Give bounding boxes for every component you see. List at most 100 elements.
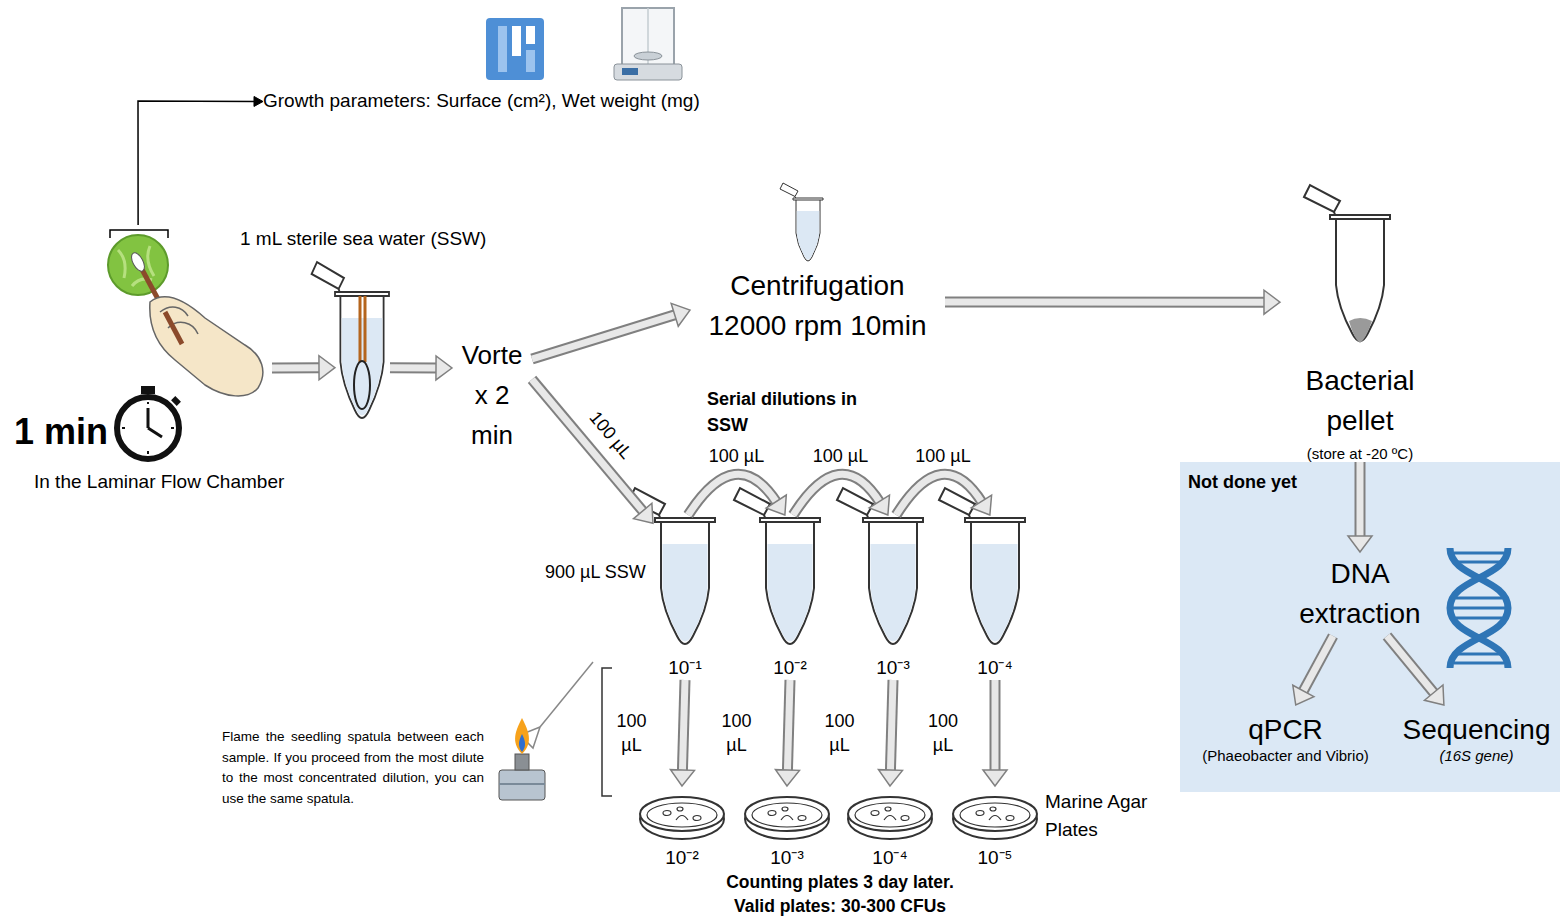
node-text: Centrifugation 12000 rpm 10min	[690, 266, 945, 346]
connector-line	[945, 296, 1266, 307]
instruction-note: Flame the seedling spatula between each …	[222, 727, 484, 809]
connector-arrow	[1387, 636, 1444, 705]
arrow-head	[1348, 536, 1372, 552]
gloved-hand-with-swab	[129, 251, 263, 396]
connector-arrow	[688, 474, 786, 515]
edge-label: 100 µL	[717, 709, 757, 757]
node-text: (16S gene)	[1439, 747, 1513, 764]
section-heading: Serial dilutions in SSW	[707, 386, 882, 438]
node-text: 10⁻³	[770, 846, 803, 870]
connector-line	[688, 474, 777, 515]
connector-arrow	[390, 356, 452, 380]
dna-helix	[1450, 548, 1508, 668]
pending-band: Not done yetDNA extraction qPCR(Phaeobact…	[1180, 462, 1560, 792]
edge-label: 100 µL	[582, 405, 639, 466]
node-text: 1 mL sterile sea water (SSW)	[240, 228, 295, 250]
spirit-lamp	[499, 718, 545, 800]
arrow-head	[634, 503, 653, 523]
connector-line	[682, 680, 685, 772]
balance-icon	[614, 8, 682, 80]
counting-note: Counting plates 3 day later.	[590, 871, 1090, 893]
connector-arrow	[793, 474, 889, 515]
node-text: 1 min	[14, 410, 272, 454]
connector-line	[390, 362, 438, 373]
dilution-tube: 10⁻³	[861, 515, 925, 680]
connector-arrow	[532, 303, 690, 359]
pending-band	[1180, 462, 1560, 792]
connector-line	[532, 379, 644, 512]
agar-plate: 10⁻²	[640, 786, 724, 870]
connector-line	[1355, 462, 1366, 538]
connector-line	[990, 680, 1001, 772]
connector-line	[272, 362, 321, 373]
node-text: Not done yet	[1188, 472, 1560, 493]
connector-arrow	[983, 680, 1007, 786]
agar-plates	[640, 797, 1037, 839]
swab-tube	[312, 262, 389, 418]
arrow-head	[878, 770, 902, 786]
vortex-step: Vorte x 2 min	[452, 335, 532, 455]
counting-note: Valid plates: 30-300 CFUs	[590, 895, 1090, 917]
edge-label: 100 µL	[923, 709, 963, 757]
connector-line	[532, 379, 644, 512]
connector-line	[1387, 636, 1435, 694]
connector-line	[532, 314, 677, 359]
arrow-head	[319, 356, 335, 380]
connector-line	[896, 474, 982, 515]
node-text: 10⁻²	[665, 846, 698, 870]
edge-label: 100 µL	[913, 444, 972, 468]
edge-label: 100 µL	[811, 444, 870, 468]
pellet-tube	[1304, 185, 1390, 343]
connector-arrow	[1293, 636, 1333, 705]
connector-line	[682, 680, 685, 772]
arrow-head	[983, 770, 1007, 786]
pellet-tube: Bacterial pellet(store at -20 ºC)	[1280, 200, 1440, 462]
sampling-step: 1 minIn the Laminar Flow Chamber	[10, 225, 272, 500]
swab-tube: 1 mL sterile sea water (SSW)	[335, 288, 390, 423]
node-text: 10⁻⁴	[872, 846, 907, 870]
connector-arrow	[670, 680, 694, 786]
connector-arrow	[896, 474, 991, 515]
connector-line	[945, 298, 1266, 305]
connector-line	[992, 680, 999, 772]
arrow-head	[869, 495, 889, 515]
node-text: Sequencing	[1403, 713, 1551, 747]
seaweed-disc	[108, 230, 168, 295]
connector-arrow	[945, 290, 1280, 314]
node-text: (Phaeobacter and Vibrio)	[1202, 747, 1369, 764]
arrow-head	[436, 356, 452, 380]
connector-line	[138, 101, 256, 225]
connector-arrow	[532, 379, 653, 523]
process-step: qPCR(Phaeobacter and Vibrio)	[1183, 705, 1388, 771]
connector-arrow	[775, 680, 799, 786]
volume-note: 900 µL SSW	[545, 562, 646, 583]
node-text: 10⁻²	[773, 656, 806, 680]
connector-line	[1387, 636, 1435, 694]
spatula	[520, 662, 593, 748]
arrow-head	[775, 770, 799, 786]
fiji-icon	[486, 18, 544, 80]
node-text: 10⁻¹	[668, 656, 701, 680]
centrifugation-step: Centrifugation 12000 rpm 10min	[690, 265, 945, 347]
connector-line	[688, 474, 777, 515]
edge-label: 100 µL	[820, 709, 860, 757]
node-text: 10⁻⁵	[977, 846, 1012, 870]
parameter-note: Growth parameters: Surface (cm²), Wet we…	[263, 88, 758, 115]
agar-plate: 10⁻³	[745, 786, 829, 870]
arrow-head	[671, 303, 690, 326]
arrow-head	[766, 495, 786, 515]
node-text: DNA extraction	[1270, 554, 1450, 634]
connector-line	[793, 474, 880, 515]
arrow-head	[1293, 685, 1314, 705]
connector-line	[272, 364, 321, 371]
connector-line	[1357, 462, 1364, 538]
node-text: Vorte x 2 min	[452, 335, 532, 455]
centrifuge-tube	[780, 183, 823, 261]
node-text: qPCR	[1248, 713, 1323, 747]
connector-line	[390, 364, 438, 371]
connector-line	[896, 474, 982, 515]
connector-arrow	[272, 356, 335, 380]
connector-line	[1302, 636, 1333, 693]
arrow-head	[1264, 290, 1280, 314]
